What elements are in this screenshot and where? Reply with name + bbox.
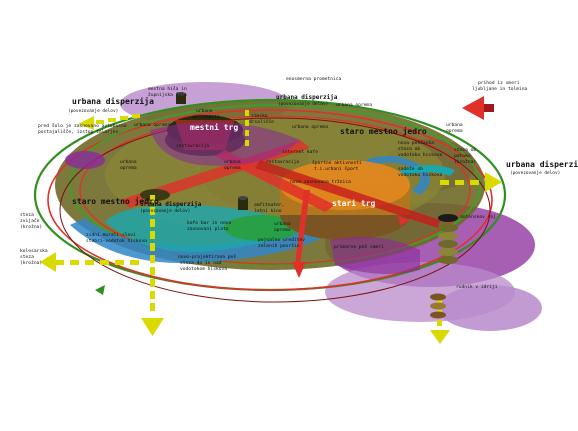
steza-left-2-label: zvijače [20,217,40,224]
sportne-1-label: športne aktivnosti [312,159,362,166]
kolesarska-1-label: kolesarska [20,248,48,254]
purple-overlay-1 [150,122,300,166]
urbana-oprema-c-label: urbana oprema [134,122,170,128]
mestna-hisa-2-label: župnijska šola [148,91,187,98]
kolesarska-3-label: (krožna) [20,259,42,266]
urbana-oprema-e2-label: oprema [120,166,137,171]
nova-pesacka-2-label: steza ob [398,146,420,152]
red-ring-arrow [398,216,410,226]
stari-trg-label: stari trg [332,198,376,208]
red-road-4 [295,190,310,265]
steza-ob-1-label: steza ob [454,147,476,153]
staro-mestno-jedro-left-label: staro mestno jedro [72,196,159,206]
blue-stream-right [365,156,430,195]
rudnik-label: rudnik v idriji [456,284,498,290]
antenskov-label: antenskov roj [460,214,496,220]
mestni-trg-label: mestni trg [190,122,238,132]
staro-mestno-jedro-right-label: staro mestno jedro [340,126,427,136]
urbana-oprema-g1-label: urbana [274,221,291,227]
green-ring-arrow-left [95,285,105,295]
prihod-1-label: prihod iz smeri [478,80,520,86]
yellow-arrow-center-vertical [245,110,249,146]
enosmerna-prometnica-label: enosmerna prometnica [286,76,342,82]
urbana-oprema-e1-label: urbana [120,159,137,165]
steza-left-1-label: steza [20,212,34,218]
sadeze-1-label: sadeže ob [398,165,423,172]
amfiteater-2-label: letni kino [254,208,282,214]
yellow-arrow-vertical-left [141,195,164,336]
nova-trznica-label: nova zasnovana tržnica [290,178,351,185]
urbana-oprema-a-label: urbana oprema [336,102,372,108]
restavracija-1-label: restavracija [176,143,209,149]
red-arrow-shaft-top-right [484,104,494,112]
zidni-2-label: stabri-vodotok hiskova [86,238,147,244]
urbana-oprema-f2-label: oprema [224,166,241,171]
internet-kafe-label: internet kafe [282,149,318,155]
sadeze-2-label: vodotoku hiskova [398,172,442,178]
povezovanje-delov-right-label: (povezovanje delov) [510,170,560,176]
povezovanje-delov-left-label: (povezovanje delov) [68,108,118,114]
antenna-stack [438,214,458,264]
pred-solo-1-label: pred šolo je zasnovano avtobusno [38,122,127,129]
zimsko-2-label: drsališče [249,118,274,125]
outer-thin-ring [59,117,491,303]
sportne-2-label: t.i.urbani šport [314,165,358,172]
urbana-disperzija-mid-label: urbana disperzija [140,201,202,208]
urbana-oprema-d1-label: urbana [446,122,463,128]
yellow-arrow-right [440,172,502,192]
inner-red-ring [79,115,471,265]
purple-overlay-2 [330,236,420,274]
red-arrow-top-right [462,96,484,120]
nova-pesacka-3-label: vodotoku hiskova [398,152,442,158]
kafe-bar-1-label: kafe bar in novo [187,220,231,226]
kafe-bar-2-label: zasnovani plato [187,226,229,232]
urbana-disperzija-left-label: urbana disperzija [72,96,154,106]
urbana-oprema-g2-label: oprema [274,228,291,233]
urbana-disperzija-center-label: urbana disperzija [276,94,338,101]
pred-solo-2-label: postajališče, izstop tolarjev [38,128,118,135]
amfiteater-1-label: amfiteater, [254,202,284,208]
urbana-disperzija-right-label: urbana disperzija [506,159,578,169]
novo-proj-2-label: steza do in nad [180,260,222,266]
primarne-label: primarne peš smeri [334,243,384,250]
pejsalno-2-label: zelenih površin [258,242,300,249]
mine-stack [430,293,446,319]
pejsalno-1-label: pejsalno ureditev [258,237,305,243]
red-road-3 [255,160,440,228]
novo-proj-1-label: novo-projektirana peš [178,253,236,260]
teal-stream-right [400,165,455,176]
novo-proj-3-label: vodotokom hiskova [180,266,227,272]
povezovanje-delov-center-label: (povezovanje delov) [278,101,328,107]
blue-river-area [70,218,335,264]
urbana-oprema-d2-label: oprema [446,129,463,134]
red-arrow-head-down [292,262,306,278]
small-cylinder-top [176,92,186,104]
urbana-oprema-b-label: urbana oprema [292,124,328,130]
outer-red-ring [47,109,493,291]
green-patch [224,215,300,241]
urbana-oprema-f1-label: urbana [224,159,241,165]
zimsko-1-label: zimsko [251,113,268,119]
kolesarska-2-label: steza [20,254,34,260]
zidni-1-label: zidni murali-slovi [86,232,136,238]
steza-ob-2-label: potoku [454,153,471,159]
yellow-arrow-horizontal-left [40,252,139,272]
purple-disc-left [65,151,105,169]
povezovanje-delov-mid-label: (povezovanje delov) [140,208,190,214]
urbane-aktivnosti-2-label: aktivnosti [192,114,220,120]
steza-ob-3-label: (krožna) [454,158,476,165]
prihod-2-label: ljubljane in tolmina [472,86,528,92]
nova-pesacka-1-label: nova peščacka [398,139,434,146]
restavracija-2-label: restavracija [266,159,299,165]
mestna-hisa-1-label: mestna hiša in [148,85,187,92]
yellow-arrow-top-left [78,114,140,130]
lilac-blob-bottom [438,285,542,331]
steza-left-3-label: (krožna) [20,223,42,230]
inner-green-ring [69,104,481,266]
small-cylinder-mid [238,196,248,210]
urbane-aktivnosti-1-label: urbane [196,108,213,114]
